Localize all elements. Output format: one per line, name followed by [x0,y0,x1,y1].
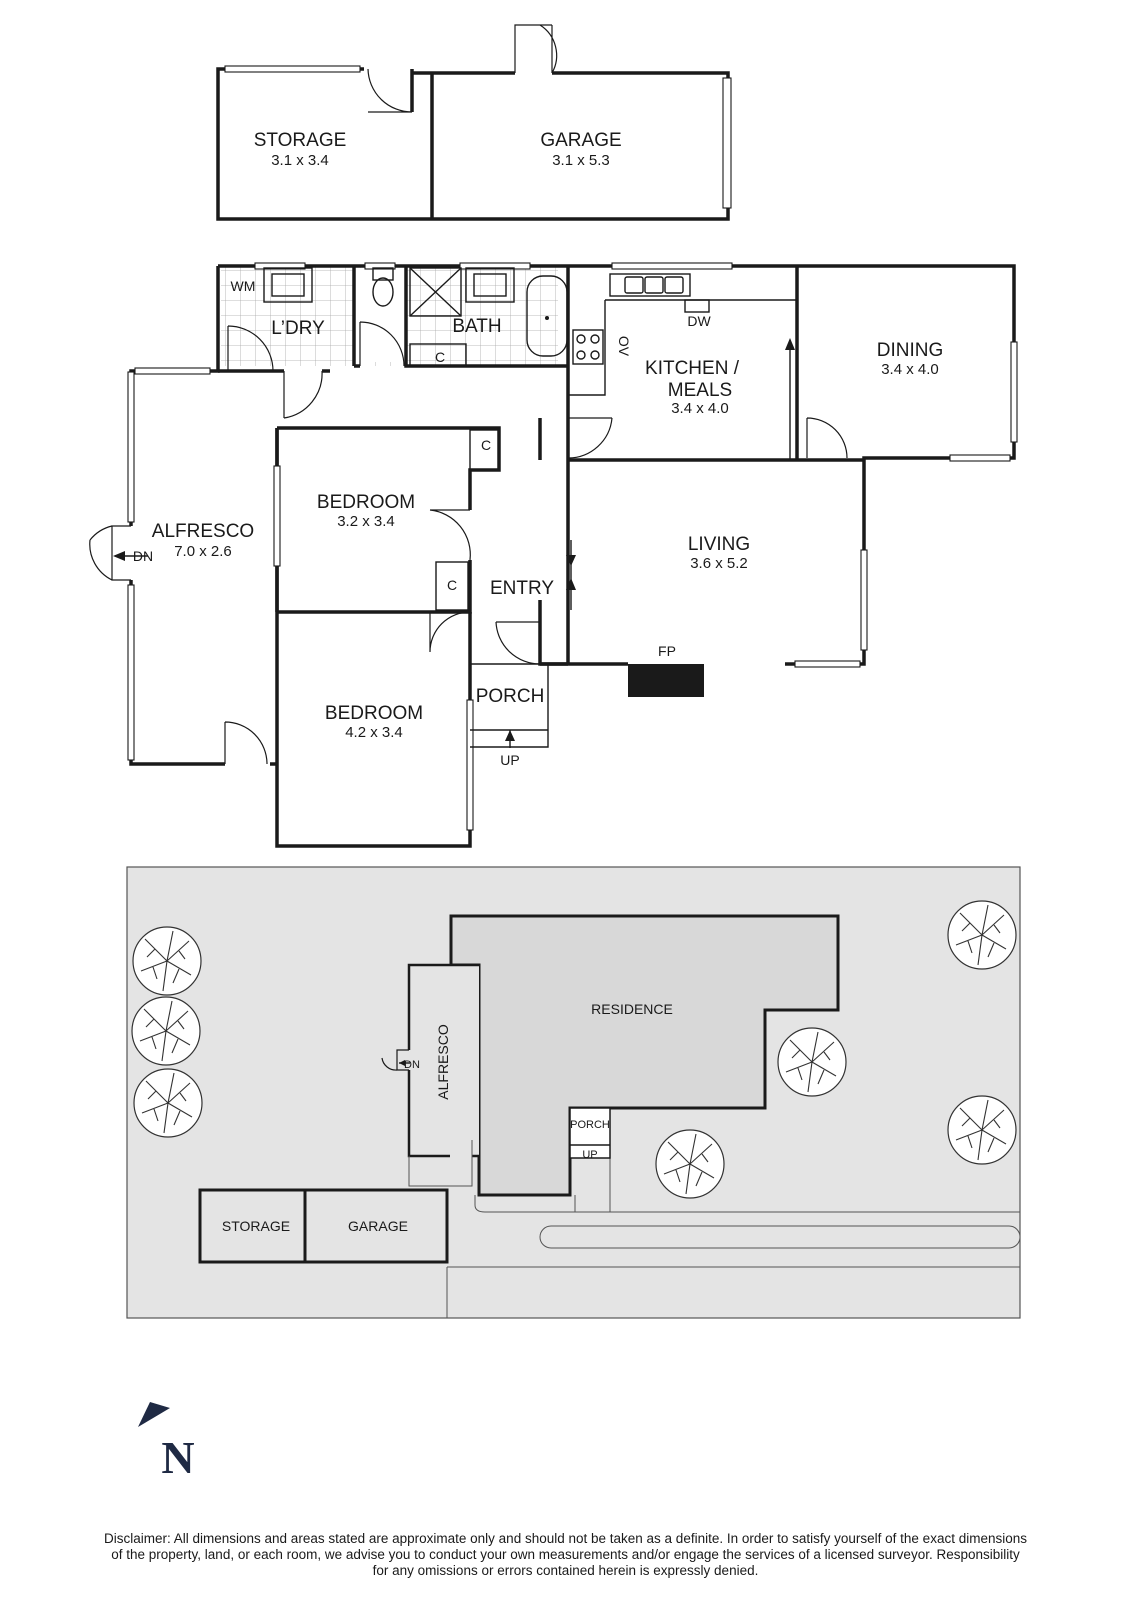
tree-icon [131,996,201,1066]
bedroom1-window [273,465,281,567]
porch-up-label: UP [500,752,519,768]
site-residence-label: RESIDENCE [591,1001,673,1017]
living-dim: 3.6 x 5.2 [690,555,748,572]
alfresco-window-bottom [127,584,135,761]
bathtub [526,275,568,357]
laundry-inner-door [227,325,274,372]
north-arrow-icon [138,1402,170,1427]
bedroom1-closet-label: C [481,437,491,453]
bath-window [459,262,531,270]
disclaimer-line-3: for any omissions or errors contained he… [372,1563,759,1578]
garage-label: GARAGE [540,130,621,151]
laundry-label: L’DRY [271,318,325,339]
ov-label: OV [616,336,632,357]
site-porch-label: PORCH [570,1119,610,1131]
fp-label: FP [658,643,676,659]
site-alfresco-label: ALFRESCO [435,1024,451,1100]
kitchen-sink [609,273,691,297]
toilet-icon [372,277,394,307]
alfresco-label: ALFRESCO [152,521,254,542]
bedroom1-dim: 3.2 x 3.4 [337,513,395,530]
kitchen-door [567,417,613,459]
cooktop-icon [572,329,604,365]
alfresco-dn-label: DN [133,548,153,564]
wc-window [364,262,396,270]
site-plan: RESIDENCE ALFRESCO DN PORCH UP STORAGE G… [126,866,1021,1319]
disclaimer-line-1: Disclaimer: All dimensions and areas sta… [103,1531,1027,1546]
garage-door [539,24,558,74]
site-garage-label: GARAGE [348,1218,408,1234]
alfresco-dim: 7.0 x 2.6 [174,543,232,560]
bedroom1-door [429,509,471,561]
bath-vanity [465,267,515,303]
living-side-window [860,549,868,651]
dining-label: DINING [877,340,944,361]
kitchen-dim: 3.4 x 4.0 [671,400,729,417]
laundry-tub [263,267,313,303]
garage-side-window [722,77,732,209]
living-label: LIVING [688,534,750,555]
alfresco-door [224,721,268,765]
tree-icon [947,1095,1017,1165]
tree-icon [947,900,1017,970]
north-arrow: N [138,1402,195,1483]
tree-icon [655,1129,725,1199]
alfresco-window-top-h [134,367,211,375]
wm-label: WM [231,278,256,294]
tree-icon [777,1027,847,1097]
laundry-window [254,262,306,270]
kitchen-label-2: MEALS [668,380,732,401]
tree-icon [132,926,202,996]
alfresco-dn-door [89,525,131,581]
wc-door [359,321,405,367]
site-up-label: UP [582,1149,597,1161]
alfresco-window-top [127,371,135,523]
storage-door [367,68,413,113]
dining-door [806,417,848,459]
site-storage [198,1188,307,1264]
garage-dim: 3.1 x 5.3 [552,152,610,169]
site-dn-label: DN [404,1059,420,1071]
disclaimer-line-2: of the property, land, or each room, we … [111,1547,1020,1562]
bedroom1-label: BEDROOM [317,492,415,513]
bath-label: BATH [452,316,501,337]
dining-side-window [1010,341,1018,443]
bedroom2-window [466,699,474,831]
tree-icon [133,1068,203,1138]
porch-label: PORCH [476,686,545,707]
fireplace [628,664,704,697]
main-house [89,262,1018,848]
site-garage [303,1188,449,1264]
bedroom2-dim: 4.2 x 3.4 [345,724,403,741]
disclaimer: Disclaimer: All dimensions and areas sta… [40,1531,1091,1579]
bedroom2-door [429,611,471,653]
dw-label: DW [687,313,711,329]
bedroom2-label: BEDROOM [325,703,423,724]
outbuildings [216,24,732,221]
storage-dim: 3.1 x 3.4 [271,152,329,169]
bedroom2-closet-label: C [447,577,457,593]
north-label: N [161,1432,194,1483]
bath-closet-label: C [435,349,445,365]
kitchen-label-1: KITCHEN / [645,358,740,379]
storage-label: STORAGE [254,130,347,151]
room-labels: STORAGE 3.1 x 3.4 GARAGE 3.1 x 5.3 WM L’… [133,130,943,768]
porch-door [495,621,541,665]
dining-bottom-window [949,454,1011,462]
laundry-door [283,370,323,419]
shower [409,267,462,317]
kitchen-window [611,262,733,270]
living-bottom-window [794,660,861,668]
site-storage-label: STORAGE [222,1218,290,1234]
storage-window [224,65,361,73]
dining-dim: 3.4 x 4.0 [881,361,939,378]
entry-label: ENTRY [490,578,554,599]
